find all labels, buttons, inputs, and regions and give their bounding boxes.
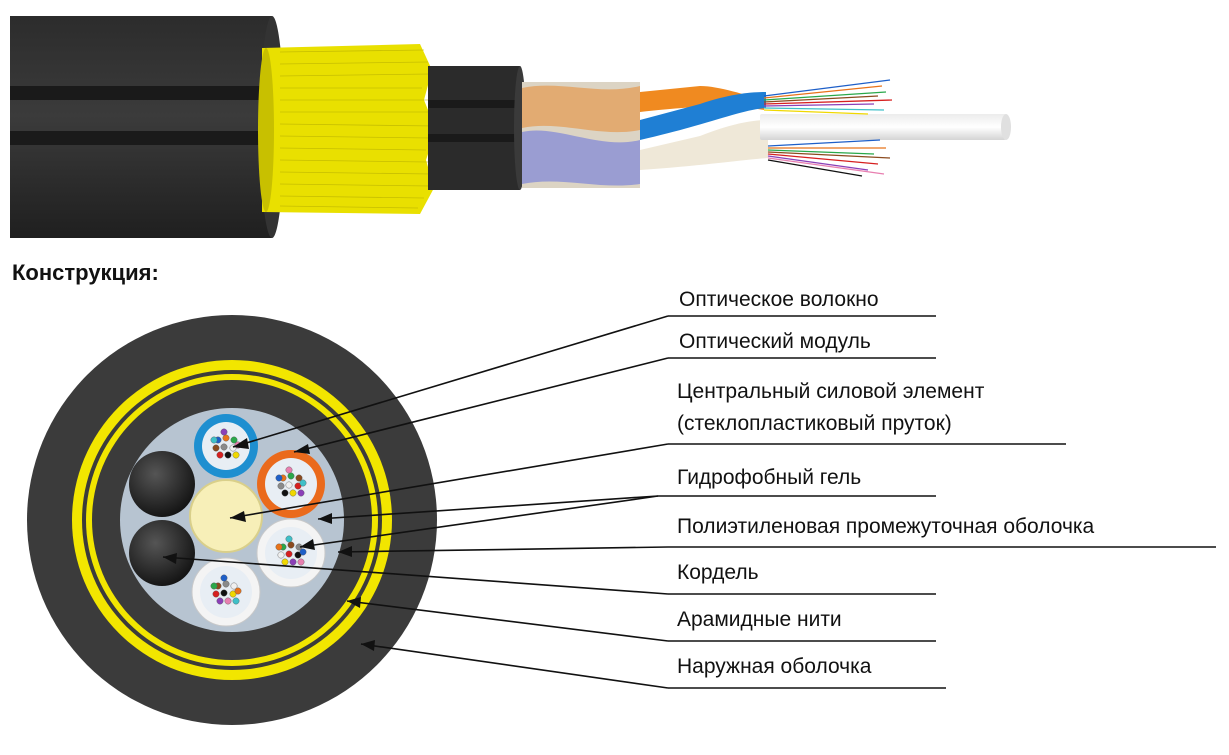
fiber-dot (285, 481, 293, 489)
fiber-dot (277, 482, 285, 490)
fiber-dot (212, 590, 220, 598)
leader-cordel (162, 556, 669, 595)
arrow-aramid (347, 597, 361, 608)
gel-wrap-blue (522, 130, 640, 186)
fiber-dot (285, 466, 293, 474)
leader-fiber (232, 315, 669, 448)
label-central-line1: Центральный силовой элемент (677, 380, 985, 403)
central-rod-end (1001, 114, 1011, 140)
arrow-inner-sheath (338, 546, 352, 557)
central-member (189, 479, 263, 553)
fiber-dot (294, 482, 302, 490)
fiber-dot (220, 589, 228, 597)
fiber-dot (295, 474, 303, 482)
fiber-dot (222, 580, 230, 588)
module-white-side (640, 120, 768, 170)
arrow-gel-1 (318, 513, 332, 524)
fiber-dot (210, 582, 218, 590)
fiber-dot (230, 436, 238, 444)
cross-section (27, 315, 437, 725)
outer-jacket-side (10, 16, 272, 238)
central-rod (760, 114, 1006, 140)
label-inner-sheath: Полиэтиленовая промежуточная оболочка (677, 515, 1095, 538)
fiber-dot (297, 558, 305, 566)
fibers-upper (763, 79, 893, 115)
cable-photo (10, 16, 1011, 238)
label-central-line2: (стеклопластиковый пруток) (677, 412, 952, 435)
fiber-dot (220, 443, 228, 451)
leader-gel-1 (317, 495, 659, 520)
fiber-dot (287, 472, 295, 480)
aramid-edge (258, 48, 274, 212)
label-outer-sheath: Наружная оболочка (677, 655, 872, 678)
label-aramid: Арамидные нити (677, 608, 842, 631)
fiber-dot (220, 428, 228, 436)
leader-module (293, 357, 669, 453)
fiber-dot (224, 451, 232, 459)
fibers-lower (767, 139, 891, 177)
cordel-bottom (129, 520, 195, 586)
leader-gel-2 (299, 495, 659, 548)
fiber-dot (275, 543, 283, 551)
arrow-module (294, 444, 310, 454)
aramid-fibers (279, 49, 437, 209)
fiber-dot (281, 558, 289, 566)
leader-lines (162, 315, 1216, 689)
fiber-dot (287, 541, 295, 549)
fiber-dot (234, 587, 242, 595)
fiber-dot (299, 548, 307, 556)
leader-outer-sheath (360, 643, 669, 689)
fiber-dot (220, 574, 228, 582)
label-cordel: Кордель (677, 561, 759, 584)
fiber-dot (299, 479, 307, 487)
fiber-dot (294, 551, 302, 559)
fiber-dot (297, 489, 305, 497)
fiber-dot (275, 474, 283, 482)
fiber-dot (229, 590, 237, 598)
fiber-dot (232, 451, 240, 459)
leader-inner-sheath (337, 546, 669, 553)
arrow-cordel (163, 553, 177, 564)
aramid-yarn (262, 44, 436, 214)
fiber-dot (230, 582, 238, 590)
fiber-dot (212, 444, 220, 452)
fiber-dot (232, 597, 240, 605)
fiber-dot (289, 558, 297, 566)
inner-sheath-stripe-2 (428, 134, 520, 142)
jacket-stripe-2 (10, 131, 278, 145)
gel-wrap-orange (522, 85, 640, 133)
arrow-central (230, 511, 246, 522)
heading: Конструкция: (12, 260, 159, 285)
inner-sheath-stripe-1 (428, 100, 520, 108)
arrow-outer-sheath (361, 640, 375, 651)
label-fiber: Оптическое волокно (679, 288, 879, 311)
fiber-dot (289, 489, 297, 497)
fiber-dot (216, 597, 224, 605)
jacket-stripe-1 (10, 86, 278, 100)
cordel-top (129, 451, 195, 517)
inner-sheath-side (428, 66, 520, 190)
fiber-dot (277, 551, 285, 559)
label-module: Оптический модуль (679, 330, 871, 353)
fiber-dot (210, 436, 218, 444)
leader-central (229, 443, 669, 519)
fiber-dot (224, 597, 232, 605)
arrow-fiber (233, 438, 249, 449)
fiber-dot (216, 451, 224, 459)
fiber-dot (285, 535, 293, 543)
fiber-dot (281, 489, 289, 497)
arrowheads (163, 438, 375, 651)
arrow-gel-2 (300, 539, 315, 550)
fiber-dot (222, 434, 230, 442)
module-blue-side (640, 92, 766, 140)
leader-aramid (346, 600, 669, 642)
label-gel: Гидрофобный гель (677, 466, 862, 489)
fiber-dot (285, 550, 293, 558)
